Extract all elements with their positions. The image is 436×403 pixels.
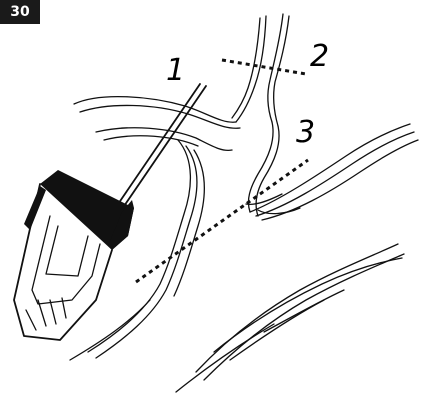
label-3: 3 [296, 115, 315, 150]
cut-line-2 [222, 60, 306, 74]
hair-strand-left [74, 97, 240, 151]
hair-strand-diagonal [70, 140, 204, 360]
label-1: 1 [166, 53, 185, 88]
hair-strand-right [246, 124, 418, 220]
hair-strand-lower [176, 244, 404, 392]
cut-line-3 [136, 160, 308, 282]
label-2: 2 [310, 39, 329, 74]
trimmer-guide-rod-icon [114, 84, 206, 212]
trimmer-tool-icon [14, 170, 134, 340]
hair-strand-upper [232, 14, 289, 216]
